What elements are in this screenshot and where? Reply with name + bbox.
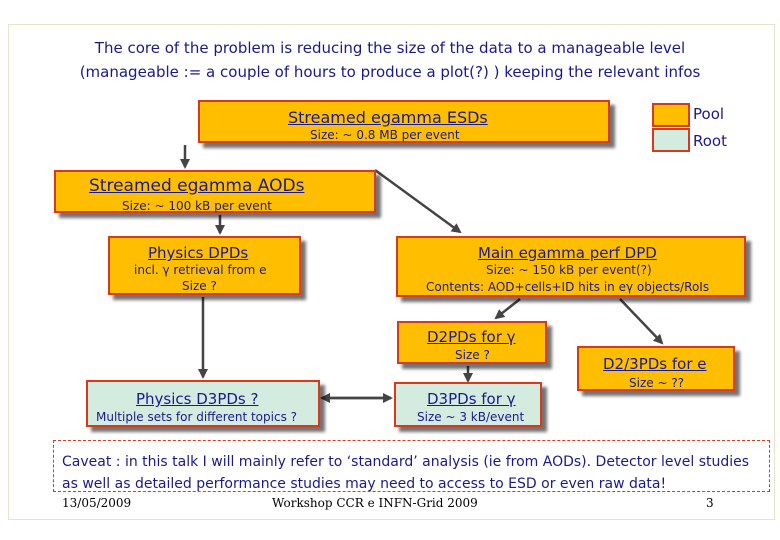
physics-dpd-box: Physics DPDs incl. γ retrieval from e Si… bbox=[108, 236, 301, 295]
physics-d3pd-box: Physics D3PDs ? Multiple sets for differ… bbox=[86, 380, 320, 427]
caveat-note: Caveat : in this talk I will mainly refe… bbox=[53, 440, 770, 492]
physics-dpd-sub: incl. γ retrieval from e bbox=[134, 263, 267, 277]
aod-box: Streamed egamma AODs Size: ~ 100 kB per … bbox=[54, 170, 376, 213]
title-line-2: (manageable := a couple of hours to prod… bbox=[79, 63, 701, 81]
arrow-main-to-d2pd bbox=[494, 298, 521, 320]
d2pd-gamma-label: D2PDs for γ bbox=[427, 328, 516, 346]
arrow-aod-to-maindpd bbox=[374, 168, 462, 234]
esd-label: Streamed egamma ESDs bbox=[288, 108, 488, 127]
legend-root-swatch bbox=[652, 128, 690, 152]
physics-dpd-label: Physics DPDs bbox=[148, 244, 249, 262]
d2pd-gamma-box: D2PDs for γ Size ? bbox=[397, 321, 547, 364]
d2pd-gamma-size: Size ? bbox=[455, 348, 490, 362]
d23pd-e-size: Size ~ ?? bbox=[629, 376, 685, 390]
arrow-main-to-d23pd-e bbox=[619, 298, 664, 345]
d3pd-gamma-box: D3PDs for γ Size ~ 3 kB/event bbox=[394, 382, 542, 427]
slide-frame bbox=[8, 24, 775, 520]
footer-date: 13/05/2009 bbox=[62, 496, 132, 510]
footer-page-number: 3 bbox=[706, 496, 714, 510]
title-line-1: The core of the problem is reducing the … bbox=[94, 39, 686, 57]
main-egamma-dpd-box: Main egamma perf DPD Size: ~ 150 kB per … bbox=[396, 236, 746, 297]
legend-pool-label: Pool bbox=[693, 105, 725, 123]
main-dpd-size: Size: ~ 150 kB per event(?) bbox=[486, 263, 652, 277]
legend-root-label: Root bbox=[693, 132, 727, 150]
physics-d3pd-sub: Multiple sets for different topics ? bbox=[96, 410, 298, 424]
esd-box: Streamed egamma ESDs Size: ~ 0.8 MB per … bbox=[198, 100, 610, 143]
d3pd-gamma-label: D3PDs for γ bbox=[427, 390, 516, 408]
d23pd-e-box: D2/3PDs for e Size ~ ?? bbox=[577, 346, 735, 391]
legend-pool-swatch bbox=[652, 103, 690, 127]
footer-workshop: Workshop CCR e INFN-Grid 2009 bbox=[272, 496, 478, 510]
d23pd-e-label: D2/3PDs for e bbox=[603, 355, 707, 373]
physics-d3pd-label: Physics D3PDs ? bbox=[136, 390, 259, 408]
d3pd-gamma-size: Size ~ 3 kB/event bbox=[417, 410, 525, 424]
physics-dpd-size: Size ? bbox=[182, 279, 217, 293]
main-dpd-label: Main egamma perf DPD bbox=[478, 244, 657, 262]
esd-size: Size: ~ 0.8 MB per event bbox=[310, 128, 460, 142]
main-dpd-contents: Contents: AOD+cells+ID hits in eγ object… bbox=[426, 280, 710, 294]
aod-size: Size: ~ 100 kB per event bbox=[122, 199, 272, 213]
aod-label: Streamed egamma AODs bbox=[89, 176, 305, 196]
